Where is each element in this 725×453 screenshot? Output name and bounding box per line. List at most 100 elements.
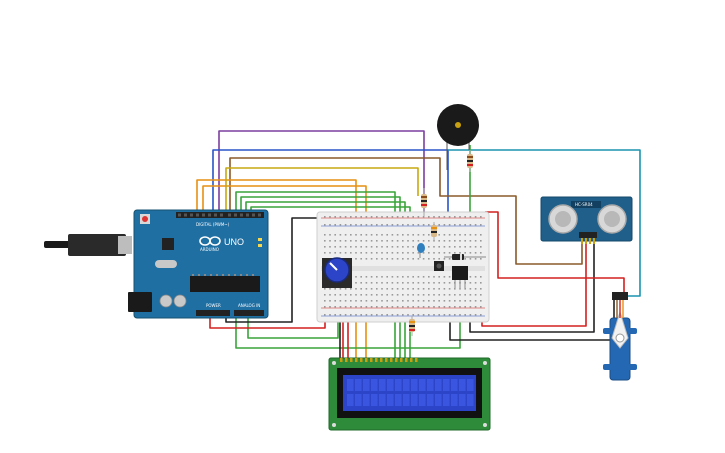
breadboard-hole (464, 294, 466, 296)
breadboard-hole (339, 252, 342, 254)
breadboard-hole (454, 294, 456, 296)
breadboard-hole (480, 258, 482, 260)
breadboard-hole (324, 240, 326, 242)
pushbutton[interactable] (434, 261, 444, 271)
breadboard-hole (422, 300, 425, 302)
wire-black-1[interactable] (225, 217, 322, 323)
breadboard-hole (391, 282, 394, 284)
usb-plug (68, 234, 126, 256)
breadboard-hole (454, 252, 456, 254)
breadboard-hole (360, 258, 362, 260)
breadboard-hole (324, 234, 326, 236)
breadboard-hole (480, 314, 482, 316)
breadboard-hole (344, 216, 347, 218)
breadboard-hole (407, 294, 409, 296)
breadboard-hole (433, 294, 435, 296)
ultrasonic-sensor[interactable]: HC-SR04 (540, 196, 633, 244)
buzzer-center (455, 122, 461, 128)
breadboard-hole (474, 224, 477, 226)
breadboard-hole (443, 216, 446, 218)
wire-brown[interactable] (229, 157, 583, 265)
led[interactable] (417, 243, 425, 258)
breadboard[interactable] (316, 211, 490, 323)
resistor-3[interactable] (431, 222, 437, 240)
power-header (196, 310, 230, 316)
breadboard-hole (412, 282, 414, 284)
lcd-cell (395, 394, 402, 406)
breadboard-hole (386, 300, 388, 302)
breadboard-hole (355, 224, 357, 226)
breadboard-hole (433, 276, 435, 278)
diode[interactable] (444, 254, 486, 260)
breadboard-hole (469, 276, 472, 278)
breadboard-hole (396, 258, 399, 260)
lcd-cell (403, 379, 410, 391)
lcd-16x2[interactable] (328, 357, 491, 431)
wire-purple[interactable] (218, 130, 425, 232)
breadboard-hole (407, 258, 409, 260)
lcd-cell (451, 379, 458, 391)
breadboard-hole (386, 282, 388, 284)
transistor[interactable] (452, 266, 468, 288)
breadboard-hole (417, 240, 420, 242)
resistor-1[interactable] (421, 188, 427, 216)
wire-red-2[interactable] (485, 211, 625, 296)
breadboard-hole (365, 314, 368, 316)
lcd-cell (363, 379, 370, 391)
breadboard-hole (339, 314, 342, 316)
breadboard-hole (448, 294, 451, 296)
breadboard-hole (480, 294, 482, 296)
breadboard-hole (422, 294, 425, 296)
breadboard-hole (417, 282, 420, 284)
breadboard-hole (464, 240, 466, 242)
breadboard-hole (334, 314, 336, 316)
breadboard-hole (402, 252, 404, 254)
lcd-cell (387, 379, 394, 391)
breadboard-hole (474, 306, 477, 308)
resistor-2[interactable] (467, 150, 473, 172)
breadboard-hole (438, 216, 440, 218)
breadboard-hole (376, 276, 378, 278)
breadboard-hole (454, 234, 456, 236)
breadboard-hole (396, 294, 399, 296)
resistor-4[interactable] (409, 316, 415, 336)
breadboard-hole (381, 224, 383, 226)
breadboard-hole (412, 224, 414, 226)
arduino-uno[interactable]: DIGITAL (PWM~) ARDUINO UNO POWER ANA (44, 209, 269, 319)
breadboard-hole (334, 216, 336, 218)
breadboard-hole (370, 314, 373, 316)
wire-blue[interactable] (212, 149, 449, 258)
wire-teal[interactable] (448, 149, 641, 297)
breadboard-hole (334, 234, 336, 236)
breadboard-hole (469, 300, 472, 302)
breadboard-hole (443, 276, 446, 278)
breadboard-hole (391, 216, 394, 218)
breadboard-hole (417, 216, 420, 218)
breadboard-hole (443, 234, 446, 236)
breadboard-hole (417, 300, 420, 302)
breadboard-hole (443, 314, 446, 316)
breadboard-hole (360, 314, 362, 316)
breadboard-hole (396, 314, 399, 316)
breadboard-hole (381, 288, 383, 290)
breadboard-hole (396, 306, 399, 308)
breadboard-hole (459, 252, 461, 254)
analog-label: ANALOG IN (238, 303, 260, 308)
breadboard-hole (428, 252, 430, 254)
breadboard-hole (422, 258, 425, 260)
lcd-cell (451, 394, 458, 406)
breadboard-hole (396, 276, 399, 278)
piezo-buzzer[interactable] (437, 104, 479, 170)
wire-yellow[interactable] (225, 167, 419, 215)
breadboard-hole (474, 294, 477, 296)
breadboard-hole (350, 224, 352, 226)
breadboard-hole (365, 252, 368, 254)
breadboard-hole (443, 224, 446, 226)
breadboard-hole (334, 252, 336, 254)
breadboard-hole (391, 314, 394, 316)
breadboard-hole (443, 306, 446, 308)
reset-button[interactable] (142, 216, 148, 222)
micro-servo[interactable] (603, 292, 637, 381)
breadboard-hole (329, 252, 331, 254)
potentiometer[interactable] (322, 257, 352, 288)
